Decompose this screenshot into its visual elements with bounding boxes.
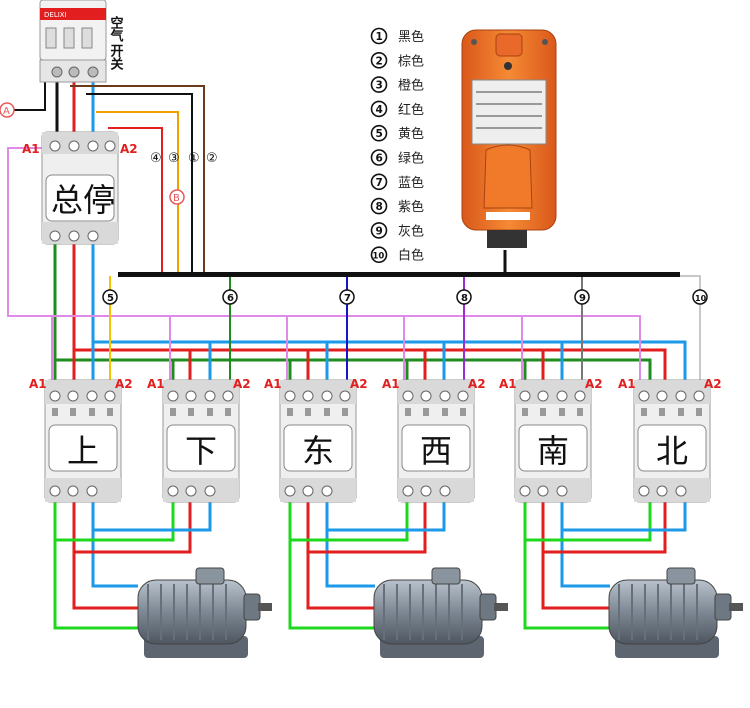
legend-item: 3 橙色	[370, 76, 424, 94]
coil-a1-label: A1	[22, 142, 40, 156]
feed-number: ①	[188, 151, 200, 166]
legend-item: 1 黑色	[370, 27, 424, 45]
coil-a2-label: A2	[468, 377, 486, 391]
feed-number: ③	[168, 151, 180, 166]
bus-number: 7	[339, 289, 355, 305]
legend-number: 7	[376, 177, 383, 189]
legend-color-name: 蓝色	[398, 175, 424, 191]
legend-color-name: 紫色	[398, 199, 424, 215]
breaker-label-2: 开关	[108, 44, 124, 71]
feed-number: ④	[150, 151, 162, 166]
breaker-label: 空气	[108, 15, 124, 43]
coil-a1-label: A1	[264, 377, 282, 391]
direction-contactors: 上 A1 A2 下 A1 A2 东 A1 A2 西 A1 A2 南 A1 A2 北 A1 A2	[29, 377, 722, 503]
legend-item: 6 绿色	[370, 149, 424, 167]
legend-number: 3	[376, 80, 383, 92]
coil-a1-label: A1	[382, 377, 400, 391]
svg-text:5: 5	[107, 293, 114, 304]
marker-b: B	[169, 189, 185, 205]
legend-color-name: 绿色	[398, 151, 424, 167]
marker-a: A	[0, 102, 15, 118]
legend-color-name: 棕色	[398, 53, 424, 69]
bus-number: 10	[692, 289, 708, 305]
control-bus	[118, 272, 680, 277]
coil-a2-label: A2	[233, 377, 251, 391]
svg-text:10: 10	[695, 294, 707, 303]
motor-2	[373, 567, 508, 658]
legend-number: 5	[376, 128, 383, 140]
legend-color-name: 橙色	[398, 78, 424, 94]
contactor-1: 上 A1 A2	[29, 377, 133, 503]
bus-numbers: 5 6 7 8 9 10	[102, 289, 708, 305]
legend-number: 8	[376, 201, 383, 213]
contactor-2: 下 A1 A2	[147, 377, 251, 503]
legend-number: 9	[376, 225, 383, 237]
legend-item: 2 棕色	[370, 51, 424, 69]
coil-a2-label: A2	[585, 377, 603, 391]
contactor-6: 北 A1 A2	[618, 377, 722, 503]
coil-a2-label: A2	[115, 377, 133, 391]
contactor-5: 南 A1 A2	[499, 377, 603, 503]
legend-color-name: 灰色	[398, 223, 424, 239]
main-stop-label: 总停	[51, 181, 115, 219]
contactor-label: 南	[537, 432, 569, 470]
coil-a2-label: A2	[120, 142, 138, 156]
feed-numbers: ④ ③ ① ②	[150, 151, 218, 166]
color-legend: 1 黑色 2 棕色 3 橙色 4 红色 5 黄色 6 绿色 7 蓝色 8 紫色 9 灰色 10 白色	[370, 27, 424, 264]
coil-a2-label: A2	[350, 377, 368, 391]
svg-text:B: B	[173, 193, 180, 204]
legend-item: 5 黄色	[370, 124, 424, 142]
air-switch: DELIXI 空气 开关	[39, 0, 124, 83]
main-stop-contactor: 总停 A1 A2	[22, 131, 138, 245]
motor-1	[137, 567, 272, 658]
contactor-label: 西	[420, 432, 452, 470]
legend-number: 2	[376, 55, 383, 67]
bus-number: 5	[102, 289, 118, 305]
svg-text:7: 7	[344, 293, 351, 304]
legend-number: 6	[376, 153, 383, 165]
svg-text:A: A	[3, 106, 10, 117]
feed-number: ②	[206, 151, 218, 166]
legend-number: 1	[376, 31, 383, 43]
coil-a1-label: A1	[29, 377, 47, 391]
bus-number: 8	[456, 289, 472, 305]
legend-color-name: 红色	[398, 102, 424, 118]
contactor-3: 东 A1 A2	[264, 377, 368, 503]
legend-number: 4	[376, 104, 383, 116]
remote-control	[461, 29, 557, 248]
legend-color-name: 白色	[398, 248, 424, 264]
coil-a1-label: A1	[499, 377, 517, 391]
svg-text:9: 9	[579, 293, 586, 304]
bus-number: 9	[574, 289, 590, 305]
contactor-label: 北	[656, 432, 688, 470]
contactor-label: 东	[302, 432, 334, 470]
coil-a1-label: A1	[147, 377, 165, 391]
legend-number: 10	[373, 252, 385, 262]
legend-color-name: 黑色	[398, 29, 424, 45]
contactor-label: 下	[185, 432, 217, 470]
breaker-brand: DELIXI	[44, 11, 67, 19]
coil-a1-label: A1	[618, 377, 636, 391]
coil-a2-label: A2	[704, 377, 722, 391]
legend-item: 9 灰色	[370, 222, 424, 239]
legend-item: 8 紫色	[370, 197, 424, 215]
motors	[137, 567, 743, 658]
contactor-4: 西 A1 A2	[382, 377, 486, 503]
legend-item: 7 蓝色	[370, 173, 424, 191]
motor-3	[608, 567, 743, 658]
legend-color-name: 黄色	[398, 126, 424, 142]
contactor-label: 上	[67, 432, 99, 470]
bus-number: 6	[222, 289, 238, 305]
svg-text:8: 8	[461, 293, 468, 304]
legend-item: 10 白色	[370, 246, 424, 264]
legend-item: 4 红色	[370, 100, 424, 118]
svg-text:6: 6	[227, 293, 234, 304]
